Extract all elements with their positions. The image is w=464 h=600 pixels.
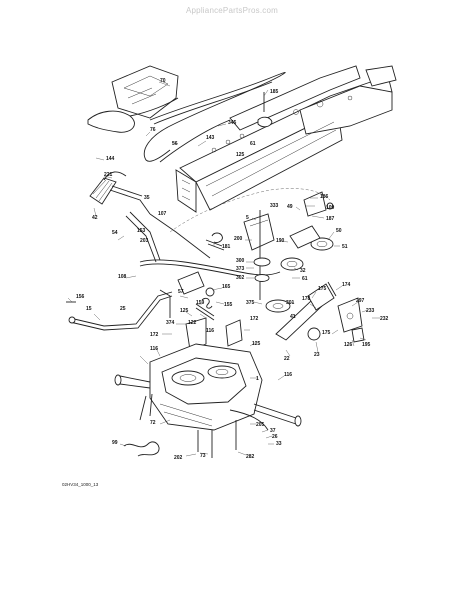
callout-72: 72	[150, 420, 156, 426]
brake-pedal-drawing	[89, 171, 151, 215]
drive-belt-drawing	[143, 71, 286, 163]
callout-186: 186	[320, 194, 329, 200]
callout-178: 178	[302, 296, 311, 302]
diagram-code-label: 02HV34_1000_13	[62, 482, 99, 487]
callout-70: 70	[160, 78, 166, 84]
callout-144: 144	[106, 156, 115, 162]
callout-172-left: 172	[150, 332, 159, 338]
watermark-text: AppliancePartsPros.com	[186, 6, 278, 15]
callout-15: 15	[86, 306, 92, 312]
callout-155: 155	[224, 302, 233, 308]
callout-109: 109	[326, 205, 335, 211]
callout-35: 35	[144, 195, 150, 201]
callout-125-frame: 125	[236, 152, 245, 158]
callout-56: 56	[172, 141, 178, 147]
callout-126: 126	[344, 342, 353, 348]
idler-pulleys-drawing	[243, 191, 334, 313]
callout-333: 333	[270, 203, 279, 209]
left-rods-drawing	[66, 289, 173, 331]
callout-282: 282	[246, 454, 255, 460]
callout-221: 221	[104, 172, 113, 178]
callout-172-right: 172	[250, 316, 259, 322]
callout-175-lower: 175	[322, 330, 331, 336]
callout-5: 5	[246, 215, 249, 221]
callout-205: 205	[256, 422, 265, 428]
callout-302: 302	[236, 275, 245, 281]
callout-116-right: 116	[284, 372, 292, 378]
brake-arm-drawing	[275, 281, 365, 343]
callout-51: 51	[342, 244, 348, 250]
callout-61: 61	[250, 141, 256, 147]
callout-122: 122	[188, 320, 197, 326]
callout-200: 200	[234, 236, 243, 242]
callout-61-pulley: 61	[302, 276, 308, 282]
callout-190: 190	[276, 238, 285, 244]
callout-99: 99	[112, 440, 118, 446]
callout-174: 174	[342, 282, 351, 288]
wire-clip-drawing	[123, 441, 160, 457]
callout-73: 73	[200, 453, 206, 459]
callout-22: 22	[284, 356, 290, 362]
callout-375: 375	[246, 300, 255, 306]
callout-41: 41	[290, 314, 296, 320]
callout-159: 159	[196, 300, 205, 306]
callout-37: 37	[270, 428, 276, 434]
callout-33: 33	[276, 441, 282, 447]
callout-57: 57	[178, 289, 184, 295]
callout-42: 42	[92, 215, 98, 221]
linkage-rods-drawing	[125, 211, 281, 295]
transaxle-drawing	[114, 343, 302, 458]
callout-54: 54	[112, 230, 118, 236]
callout-165: 165	[222, 284, 231, 290]
callout-175-upper: 175	[318, 286, 327, 292]
callout-233: 233	[366, 308, 375, 314]
callout-301: 301	[286, 300, 295, 306]
callout-143: 143	[206, 135, 215, 141]
callout-373: 373	[236, 266, 245, 272]
callout-108: 108	[118, 274, 127, 280]
callout-125-lower: 125	[252, 341, 261, 347]
callout-23: 23	[314, 352, 320, 358]
callout-107: 107	[158, 211, 167, 217]
callout-374: 374	[166, 320, 175, 326]
callout-153: 153	[137, 228, 146, 234]
callout-1: 1	[256, 376, 259, 382]
callout-116-left: 116	[150, 346, 158, 352]
callout-300: 300	[236, 258, 245, 264]
callout-26: 26	[272, 434, 278, 440]
frame-drawing	[175, 65, 397, 213]
callout-49: 49	[287, 204, 293, 210]
callout-185: 185	[270, 89, 279, 95]
callout-76: 76	[150, 127, 156, 133]
callout-202: 202	[174, 455, 183, 461]
lower-brackets-drawing	[185, 287, 243, 351]
callout-297: 297	[356, 298, 365, 304]
callout-50: 50	[336, 228, 342, 234]
leader-lines	[67, 81, 380, 457]
callout-203: 203	[140, 238, 149, 244]
callout-181: 181	[222, 244, 231, 250]
callout-156: 156	[76, 294, 85, 300]
callout-116-link: 116	[206, 328, 214, 334]
callout-labels: 70 185 345 143 76 56 144 221 61 125 42 3…	[76, 78, 389, 461]
callout-345: 345	[228, 120, 237, 126]
callout-195: 195	[362, 342, 371, 348]
callout-187: 187	[326, 216, 335, 222]
callout-25: 25	[120, 306, 126, 312]
fender-panel-drawing	[87, 65, 179, 133]
cable-dashed-line	[169, 188, 331, 233]
callout-32: 32	[300, 268, 306, 274]
callout-125-link: 125	[180, 308, 189, 314]
callout-232: 232	[380, 316, 389, 322]
